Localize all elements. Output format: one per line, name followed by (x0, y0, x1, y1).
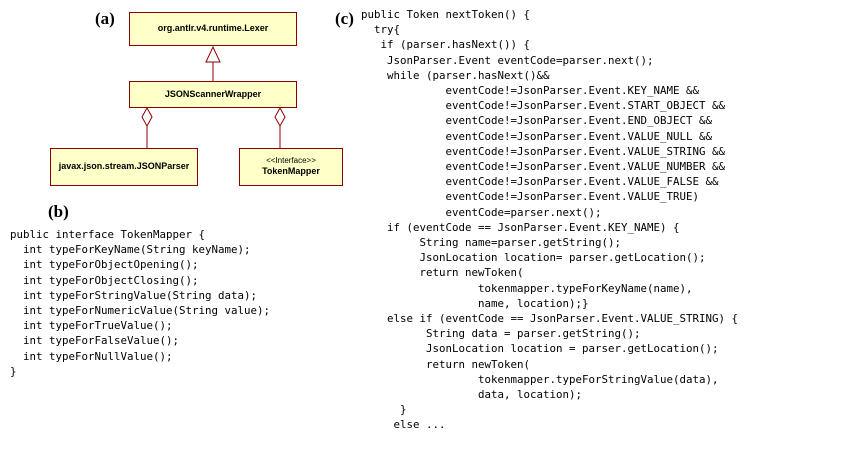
uml-interface-tokenmapper: <<Interface>> TokenMapper (239, 148, 343, 186)
panel-label-c: (c) (335, 9, 354, 28)
uml-class-lexer: org.antlr.v4.runtime.Lexer (129, 12, 297, 46)
uml-class-parser-name: javax.json.stream.JSONParser (58, 161, 190, 172)
panel-label-a: (a) (95, 9, 115, 28)
code-listing-nexttoken: public Token nextToken() { try{ if (pars… (361, 8, 739, 432)
uml-interface-tokenmapper-name: TokenMapper (262, 166, 320, 177)
code-listing-tokenmapper: public interface TokenMapper { int typeF… (10, 228, 271, 378)
uml-class-parser: javax.json.stream.JSONParser (50, 148, 198, 186)
aggregation-diamond-parser (141, 106, 153, 128)
inheritance-arrowhead (205, 45, 221, 63)
uml-stereotype: <<Interface>> (266, 156, 316, 166)
panel-label-b: (b) (48, 202, 69, 221)
uml-class-wrapper: JSONScannerWrapper (129, 81, 297, 108)
uml-class-lexer-name: org.antlr.v4.runtime.Lexer (157, 23, 269, 34)
uml-class-wrapper-name: JSONScannerWrapper (164, 88, 262, 99)
aggregation-diamond-tokenmapper (274, 106, 286, 128)
